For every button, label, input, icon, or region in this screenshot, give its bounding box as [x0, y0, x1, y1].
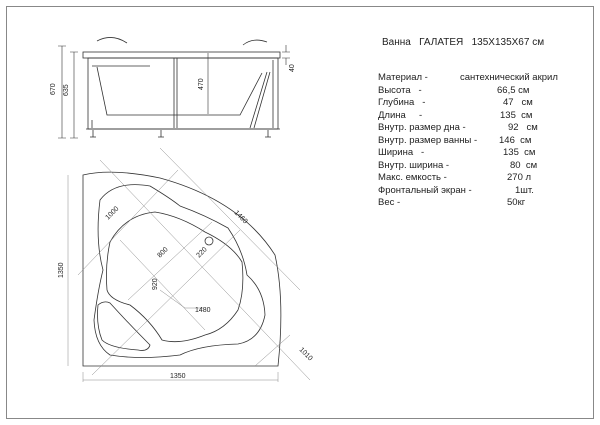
- dim-1460: 1460: [233, 209, 249, 225]
- spec-value: сантехнический акрил: [460, 72, 558, 83]
- dim-635: 635: [63, 84, 70, 96]
- bath-tub-profile: [92, 65, 263, 116]
- headrests: [96, 37, 268, 46]
- spec-label: Внутр. размер дна -: [378, 122, 466, 133]
- dim-470: 470: [198, 78, 205, 90]
- spec-value: 92 см: [508, 122, 538, 133]
- dim-220: 220: [195, 246, 208, 259]
- spec-value: 146 см: [499, 135, 532, 146]
- dimension-lines: [58, 45, 290, 139]
- spec-label: Высота -: [378, 85, 422, 96]
- spec-label: Длина -: [378, 110, 423, 121]
- seat-contour: [97, 301, 151, 351]
- plan-view: [67, 147, 311, 382]
- dim-1480: 1480: [195, 307, 211, 314]
- spec-value: 135 см: [500, 110, 533, 121]
- spec-label: Фронтальный экран -: [378, 185, 472, 196]
- dim-800: 800: [156, 246, 169, 259]
- spec-value: 47 см: [503, 97, 533, 108]
- support-bars: [249, 71, 271, 129]
- bath-panel: [87, 57, 279, 130]
- spec-label: Внутр. размер ванны -: [378, 135, 478, 146]
- sheet-frame: [6, 6, 594, 419]
- spec-label: Внутр. ширина -: [378, 160, 450, 171]
- bath-outline: [82, 171, 282, 367]
- spec-label: Вес -: [378, 197, 401, 208]
- spec-label: Ширина -: [378, 147, 425, 158]
- spec-value: 1шт.: [515, 185, 534, 196]
- drain-icon: [204, 236, 214, 246]
- dim-1000: 1000: [104, 205, 120, 221]
- dim-1010: 1010: [298, 346, 314, 362]
- tub-outer-contour: [93, 184, 266, 358]
- spec-label: Материал -: [378, 72, 428, 83]
- plan-dimension-lines: [67, 147, 311, 382]
- side-view: [58, 37, 290, 139]
- bath-rim: [82, 51, 281, 59]
- feet: [90, 130, 271, 138]
- spec-value: 270 л: [507, 172, 532, 183]
- dim-920: 920: [152, 278, 159, 290]
- drawing-title: Ванна ГАЛАТЕЯ 135Х135Х67 см: [382, 37, 545, 48]
- dim-40: 40: [289, 64, 296, 72]
- spec-value: 135 см: [503, 147, 536, 158]
- spec-value: 50кг: [507, 197, 526, 208]
- frame-posts: [91, 58, 274, 128]
- dim-1350-height: 1350: [58, 262, 65, 278]
- tub-bottom-contour: [106, 211, 244, 343]
- spec-value: 80 см: [510, 160, 538, 171]
- spec-value: 66,5 см: [497, 85, 530, 96]
- spec-label: Глубина -: [378, 97, 426, 108]
- dim-670: 670: [50, 83, 57, 95]
- dim-1350-width: 1350: [170, 373, 186, 380]
- spec-label: Макс. емкость -: [378, 172, 447, 183]
